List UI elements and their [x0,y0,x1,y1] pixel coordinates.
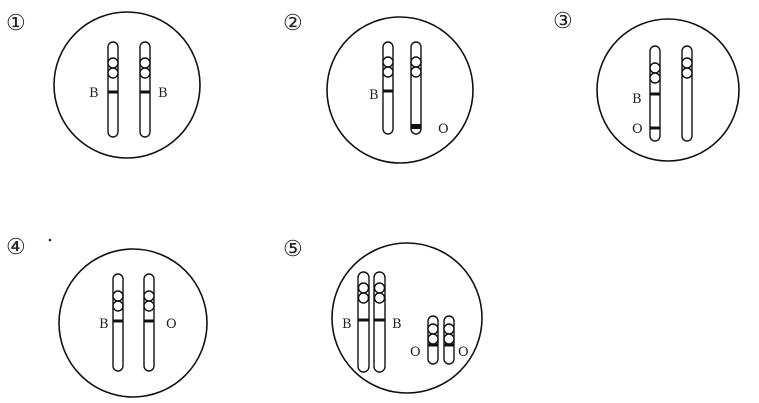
panel-1-number: ① [6,11,26,36]
chromosome-1a-label: B [89,86,99,101]
cell-5-outline [332,243,482,393]
chromosome-4a-label: B [99,317,109,332]
panel-5-number: ⑤ [283,237,303,262]
stray-dot [49,239,52,242]
panel-4-number: ④ [6,235,26,260]
chromosome-5c [428,316,438,364]
panel-1: ① B B [6,11,200,158]
chromosome-5d-label: O [458,345,469,360]
chromosome-5d [444,316,454,364]
panel-3-number: ③ [553,9,573,34]
chromosome-1a [108,42,118,137]
chromosome-5a [358,272,369,372]
chromosome-1b [140,42,150,137]
chromosome-4b-label: O [166,317,177,332]
cell-1-outline [54,12,200,158]
panel-2: ② B O [283,11,473,163]
chromosome-5b [374,272,385,372]
chromosome-2a-label: B [369,88,379,103]
chromosome-3a-label-b: B [632,92,642,107]
cell-4-outline [59,249,207,397]
chromosome-2b [411,42,421,134]
panel-3: ③ B O [553,9,739,161]
panel-2-number: ② [283,11,303,36]
chromosome-3a-label-o: O [632,122,643,137]
chromosome-3a [650,46,660,141]
chromosome-5a-label: B [342,317,352,332]
chromosome-4a [113,274,123,371]
panel-5: ⑤ B B O O [283,237,482,393]
chromosome-2b-label: O [438,122,449,137]
chromosome-3b [682,46,692,141]
panel-4: ④ B O [6,235,207,397]
chromosome-1b-label: B [158,86,168,101]
chromosome-5b-label: B [392,317,402,332]
chromosome-2a [383,42,393,134]
chromosome-4b [144,274,154,371]
cell-2-outline [327,17,473,163]
cell-3-outline [597,19,739,161]
chromosome-5c-label: O [410,345,421,360]
